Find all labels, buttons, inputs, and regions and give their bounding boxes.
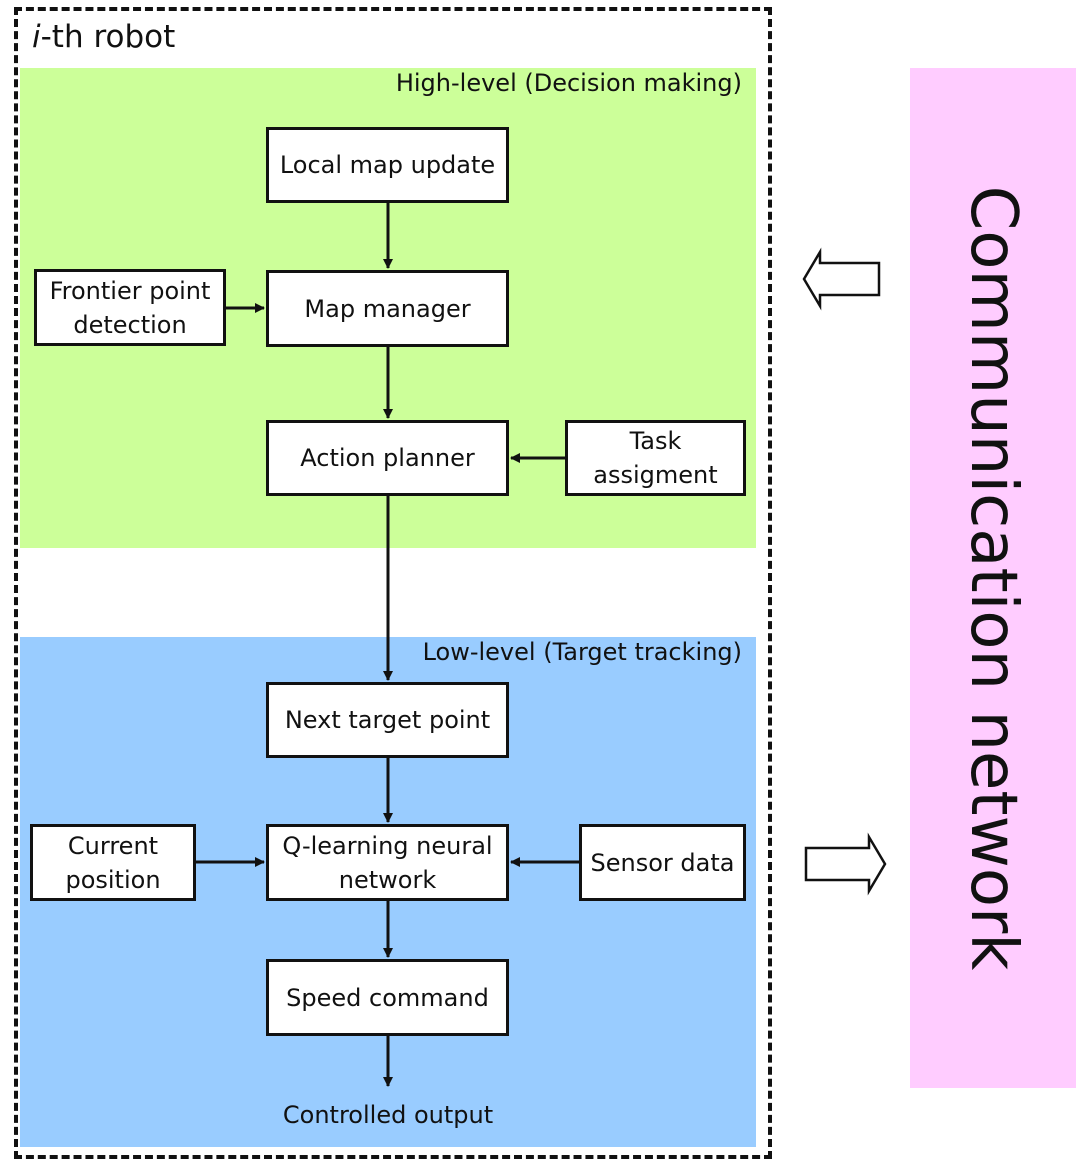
frontier-point-detection-box: Frontier point detection — [34, 269, 226, 346]
speed-command-box: Speed command — [266, 959, 509, 1036]
action-planner-box: Action planner — [266, 420, 509, 496]
frontier-point-detection-line2: detection — [73, 310, 187, 339]
q-learning-network-box: Q-learning neural network — [266, 824, 509, 901]
high-level-label: High-level (Decision making) — [395, 69, 742, 97]
task-assignment-line1: Task — [629, 427, 682, 455]
q-learning-network-line2: network — [338, 865, 437, 894]
communication-network-panel: Communication network — [910, 68, 1076, 1088]
hollow-arrow-incoming — [802, 247, 881, 311]
current-position-line2: position — [65, 865, 161, 894]
local-map-update-box: Local map update — [266, 127, 509, 203]
sensor-data-box: Sensor data — [579, 824, 746, 901]
task-assignment-line2: assigment — [593, 461, 718, 489]
action-planner-label: Action planner — [300, 444, 475, 472]
frontier-point-detection-line1: Frontier point — [49, 276, 211, 305]
next-target-point-box: Next target point — [266, 682, 509, 758]
task-assignment-box: Task assigment — [565, 420, 746, 496]
map-manager-label: Map manager — [304, 294, 471, 323]
speed-command-label: Speed command — [286, 983, 489, 1012]
robot-title-suffix: -th robot — [40, 19, 176, 55]
robot-boundary — [14, 7, 772, 1159]
next-target-point-label: Next target point — [284, 706, 491, 734]
robot-title: i-th robot — [32, 17, 175, 57]
local-map-update-label: Local map update — [279, 151, 496, 179]
low-level-label: Low-level (Target tracking) — [422, 638, 742, 666]
hollow-arrow-outgoing — [804, 832, 887, 896]
sensor-data-label: Sensor data — [590, 848, 735, 877]
current-position-box: Current position — [30, 824, 196, 901]
q-learning-network-line1: Q-learning neural — [282, 831, 493, 860]
controlled-output-label: Controlled output — [282, 1101, 494, 1129]
map-manager-box: Map manager — [266, 270, 509, 347]
current-position-line1: Current — [67, 831, 159, 860]
robot-index: i — [32, 19, 41, 55]
